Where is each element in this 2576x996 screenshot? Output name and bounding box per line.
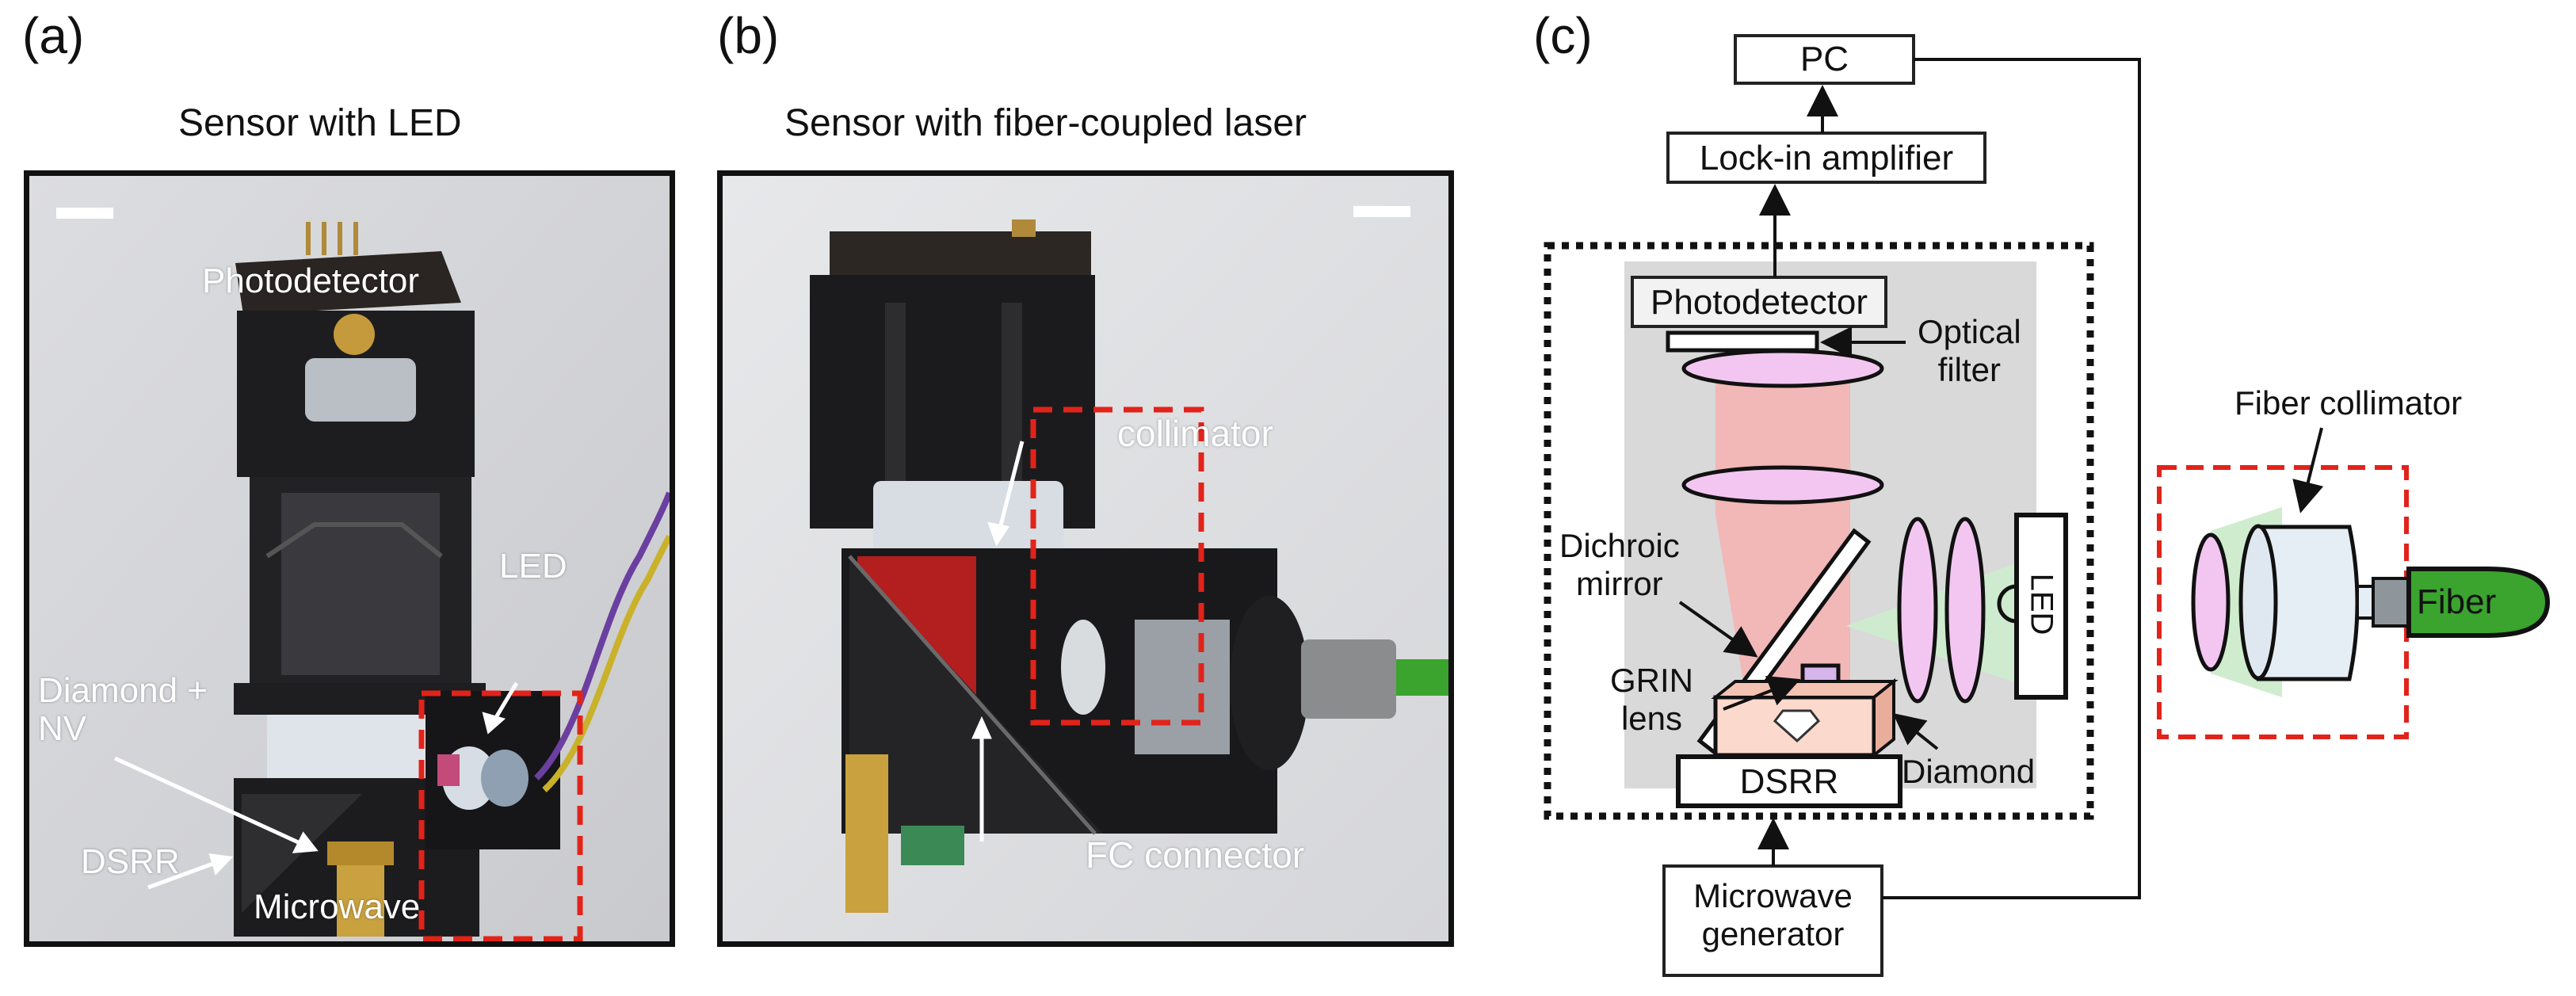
fiber-ferrule bbox=[2372, 577, 2410, 628]
label-collimator: collimator bbox=[1117, 413, 1273, 454]
label-microwave-a: Microwave bbox=[254, 887, 421, 926]
dsrr-box bbox=[1676, 754, 1902, 808]
lens-middle bbox=[1681, 465, 1884, 505]
arrow-grin bbox=[1723, 675, 1801, 711]
panel-b-arrows bbox=[971, 441, 1025, 841]
scale-bar-a bbox=[56, 208, 113, 219]
fiber-cable bbox=[2406, 567, 2551, 638]
collimator-body bbox=[1135, 620, 1230, 754]
panel-a-letter: (a) bbox=[22, 7, 85, 64]
lens-led-1 bbox=[1897, 517, 1938, 704]
arrow-dichroic bbox=[1678, 601, 1758, 658]
detector-lens bbox=[334, 314, 375, 355]
panel-b-letter: (b) bbox=[717, 7, 780, 64]
green-fiber bbox=[1396, 659, 1448, 696]
sensor-led-photo bbox=[29, 176, 670, 941]
sensor-enclosure bbox=[1544, 242, 2094, 820]
panel-b-title: Sensor with fiber-coupled laser bbox=[784, 102, 1307, 144]
label-led-a: LED bbox=[499, 547, 567, 586]
sma-connector-b bbox=[845, 754, 888, 913]
panel-a-arrows bbox=[113, 681, 519, 890]
red-beam bbox=[1715, 357, 1850, 705]
photodetector-label: Photodetector bbox=[1651, 283, 1868, 322]
scale-bar-b bbox=[1353, 206, 1410, 217]
diamond-icon bbox=[1773, 709, 1821, 743]
detector-pcb bbox=[235, 251, 461, 315]
label-fc-connector: FC connector bbox=[1086, 834, 1305, 876]
led-wires bbox=[534, 491, 670, 780]
lockin-label: Lock-in amplifier bbox=[1699, 139, 1954, 177]
fiber-label: Fiber bbox=[2417, 582, 2497, 621]
arrow-fiber-collimator bbox=[2292, 427, 2324, 513]
fiber-lens bbox=[2191, 532, 2231, 672]
grin-lens-label: GRIN lens bbox=[1610, 662, 1693, 738]
led-dome bbox=[1997, 584, 2017, 624]
optical-filter-label: Optical filter bbox=[1918, 313, 2021, 389]
led-highlight-box bbox=[418, 690, 583, 941]
led-label-c: LED bbox=[2024, 573, 2059, 635]
pc-to-mw-line bbox=[1882, 58, 2141, 899]
panel-b-photo bbox=[717, 170, 1454, 947]
lens-b bbox=[873, 481, 1063, 568]
label-dsrr-a: DSRR bbox=[81, 842, 180, 881]
fiber-collimator-label: Fiber collimator bbox=[2234, 384, 2463, 422]
sma-connector-a bbox=[337, 857, 384, 937]
lens-top bbox=[1681, 349, 1884, 388]
led-block bbox=[2014, 513, 2068, 700]
sensor-laser-photo bbox=[723, 176, 1448, 941]
panel-a-title: Sensor with LED bbox=[178, 102, 462, 144]
label-diamond-nv: Diamond + NV bbox=[38, 671, 208, 749]
lens-led-2 bbox=[1944, 517, 1986, 704]
mwgen-label: Microwave generator bbox=[1693, 877, 1853, 953]
photodetector-box-frame bbox=[1631, 276, 1887, 328]
diamond-label: Diamond bbox=[1902, 753, 2036, 790]
lockin-box-frame bbox=[1666, 132, 1986, 184]
mwgen-box-frame bbox=[1662, 864, 1883, 977]
label-photodetector-a: Photodetector bbox=[202, 261, 419, 300]
fc-connector-body bbox=[1301, 639, 1396, 719]
arrow-diamond bbox=[1892, 713, 1939, 750]
pc-label: PC bbox=[1799, 40, 1849, 78]
optical-filter bbox=[1666, 330, 1819, 353]
dichroic-mirror-label: Dichroic mirror bbox=[1559, 527, 1680, 603]
detector-pins bbox=[306, 222, 358, 255]
detector-pcb-b bbox=[830, 231, 1091, 279]
panel-c-letter: (c) bbox=[1533, 7, 1593, 64]
panel-a-photo bbox=[24, 170, 675, 947]
dsrr-label: DSRR bbox=[1739, 762, 1839, 801]
